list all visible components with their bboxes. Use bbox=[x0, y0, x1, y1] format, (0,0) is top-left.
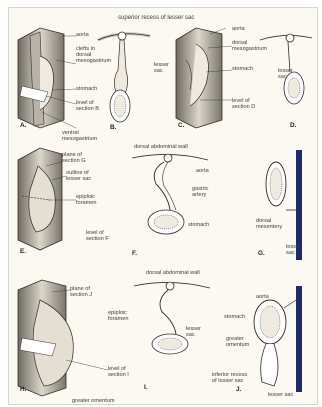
caption-c: C. bbox=[178, 122, 184, 129]
label-stomach-j: stomach bbox=[224, 314, 245, 320]
caption-a: A. bbox=[20, 122, 26, 129]
caption-h: H. bbox=[20, 386, 26, 393]
label-aorta-j: aorta bbox=[256, 294, 269, 300]
label-inferior-recess: inferior recess of lesser sac bbox=[212, 372, 247, 384]
label-level-f: level of section F bbox=[86, 230, 109, 242]
label-ventral: ventral mesogastrium bbox=[62, 130, 97, 142]
label-aorta-a: aorta bbox=[76, 32, 89, 38]
label-stomach-c: stomach bbox=[232, 66, 253, 72]
label-dorsal-mesentery: dorsal mesentery bbox=[256, 218, 282, 230]
caption-b: B. bbox=[110, 124, 116, 131]
panel-h-drawing bbox=[18, 280, 108, 396]
label-aorta-c: aorta bbox=[232, 26, 245, 32]
panel-a-drawing bbox=[18, 28, 76, 128]
label-level-i: level of section I bbox=[108, 366, 129, 378]
label-dorsal-wall-f: dorsal abdominal wall bbox=[134, 144, 188, 150]
label-lesser-sac-j: lesser sac bbox=[268, 392, 293, 398]
label-stomach-a: stomach bbox=[76, 86, 97, 92]
panel-j-drawing bbox=[254, 286, 302, 392]
label-dorsal-wall-i: dorsal abdominal wall bbox=[146, 270, 200, 276]
label-superior-recess: superior recess of lesser sac bbox=[118, 15, 194, 21]
label-plane-g: plane of section G bbox=[62, 152, 86, 164]
label-dorsal-meso-c: dorsal mesogastrium bbox=[232, 40, 267, 52]
caption-d: D. bbox=[290, 122, 296, 129]
caption-g: G. bbox=[258, 250, 265, 257]
label-lesser-sac-i: lesser sac bbox=[186, 326, 201, 338]
label-clefts: clefts in dorsal mesogastrium bbox=[76, 46, 111, 64]
label-lesser-sac-g: lesser sac bbox=[286, 244, 301, 256]
label-epiploic-e: epiploic foramen bbox=[76, 194, 97, 206]
label-stomach-f: stomach bbox=[188, 222, 209, 228]
label-gastric: gastric artery bbox=[192, 186, 208, 198]
label-outline: outline of lesser sac bbox=[66, 170, 91, 182]
caption-e: E. bbox=[20, 248, 26, 255]
label-lesser-sac-b: lesser sac bbox=[154, 62, 169, 74]
label-level-d: level of section D bbox=[232, 98, 255, 110]
label-greater-omentum-j: greater omentum bbox=[226, 336, 249, 348]
caption-f: F. bbox=[132, 250, 137, 257]
label-plane-j: plane of section J bbox=[70, 286, 92, 298]
label-greater-omentum-h: greater omentum bbox=[72, 398, 115, 404]
caption-j: J. bbox=[236, 386, 241, 393]
panel-i-drawing bbox=[134, 282, 210, 354]
label-lesser-sac-d: lesser sac bbox=[278, 68, 293, 80]
panel-c-drawing bbox=[176, 28, 232, 128]
caption-i: I. bbox=[144, 384, 148, 391]
label-level-b: level of section B bbox=[76, 100, 99, 112]
label-epiploic-h: epiploic foramen bbox=[108, 310, 129, 322]
label-aorta-f: aorta bbox=[196, 168, 209, 174]
